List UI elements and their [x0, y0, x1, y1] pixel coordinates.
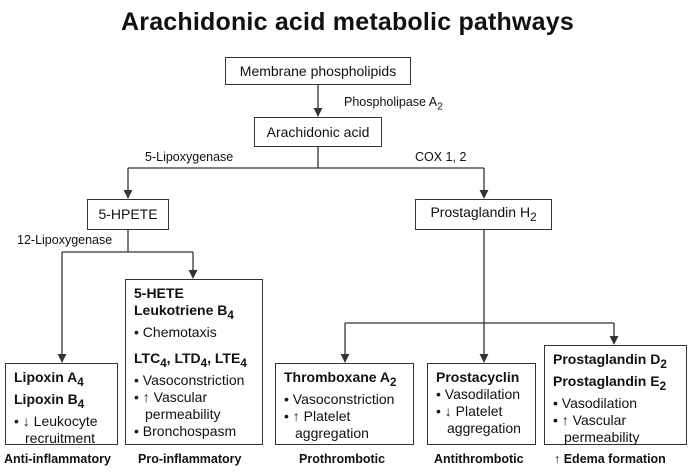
vasodilation-bullet: • Vasodilation	[436, 386, 521, 402]
leukotriene-b4-label: Leukotriene B4	[134, 302, 234, 322]
cox-label: COX 1, 2	[415, 150, 467, 164]
prothrombotic-caption: Prothrombotic	[299, 452, 386, 466]
thromboxane-box: Thromboxane A2 • Vasoconstriction • ↑ Pl…	[275, 363, 414, 445]
vasoconstriction-bullet: • Vasoconstriction	[284, 390, 395, 407]
lipoxin-a4-label: Lipoxin A4	[14, 369, 84, 389]
vascular-permeability-bullet: • ↑ Vascular permeability	[553, 411, 640, 445]
phospholipase-label: Phospholipase A2	[344, 95, 443, 113]
leukotriene-box: 5-HETE Leukotriene B4 • Chemotaxis LTC4,…	[125, 279, 263, 445]
arachidonic-acid-node: Arachidonic acid	[254, 117, 382, 147]
vasoconstriction-bullet: • Vasoconstriction	[134, 371, 245, 388]
vascular-permeability-bullet: • ↑ Vascular permeability	[134, 388, 221, 422]
prostaglandins-box: Prostaglandin D2 Prostaglandin E2 • Vaso…	[544, 345, 687, 445]
arachidonic-acid-label: Arachidonic acid	[266, 123, 370, 140]
ltc-ltd-lte-label: LTC4, LTD4, LTE4	[134, 349, 247, 370]
leukocyte-recruitment-bullet: • ↓ Leukocyte recruitment	[14, 412, 98, 446]
diagram-title: Arachidonic acid metabolic pathways	[121, 8, 574, 36]
5-hpete-node: 5-HPETE	[87, 199, 169, 230]
prostacyclin-label: Prostacyclin	[436, 369, 520, 385]
prostaglandin-e2-label: Prostaglandin E2	[553, 372, 667, 393]
edema-formation-caption: ↑ Edema formation	[554, 452, 666, 466]
5-lipoxygenase-label: 5-Lipoxygenase	[145, 150, 234, 164]
chemotaxis-bullet: • Chemotaxis	[134, 323, 217, 340]
platelet-aggregation-bullet: • ↑ Platelet aggregation	[284, 407, 369, 441]
membrane-phospholipids-label: Membrane phospholipids	[239, 62, 397, 79]
thromboxane-a2-label: Thromboxane A2	[284, 369, 397, 389]
prostacyclin-box: Prostacyclin • Vasodilation • ↓ Platelet…	[427, 363, 536, 445]
prostaglandin-d2-label: Prostaglandin D2	[553, 351, 667, 371]
antithrombotic-caption: Antithrombotic	[434, 452, 524, 466]
membrane-phospholipids-node: Membrane phospholipids	[225, 57, 411, 85]
lipoxin-b4-label: Lipoxin B4	[14, 390, 85, 411]
5-hete-label: 5-HETE	[134, 285, 184, 301]
vasodilation-bullet: • Vasodilation	[553, 394, 638, 411]
platelet-aggregation-bullet: • ↓ Platelet aggregation	[436, 403, 521, 436]
lipoxin-box: Lipoxin A4 Lipoxin B4 • ↓ Leukocyte recr…	[5, 363, 118, 446]
prostaglandin-h2-label: Prostaglandin H2	[430, 203, 537, 224]
pro-inflammatory-caption: Pro-inflammatory	[138, 452, 242, 466]
bronchospasm-bullet: • Bronchospasm	[134, 422, 237, 439]
12-lipoxygenase-label: 12-Lipoxygenase	[17, 233, 113, 247]
prostaglandin-h2-node: Prostaglandin H2	[415, 199, 552, 230]
5-hpete-label: 5-HPETE	[98, 206, 158, 222]
anti-inflammatory-caption: Anti-inflammatory	[4, 452, 111, 466]
